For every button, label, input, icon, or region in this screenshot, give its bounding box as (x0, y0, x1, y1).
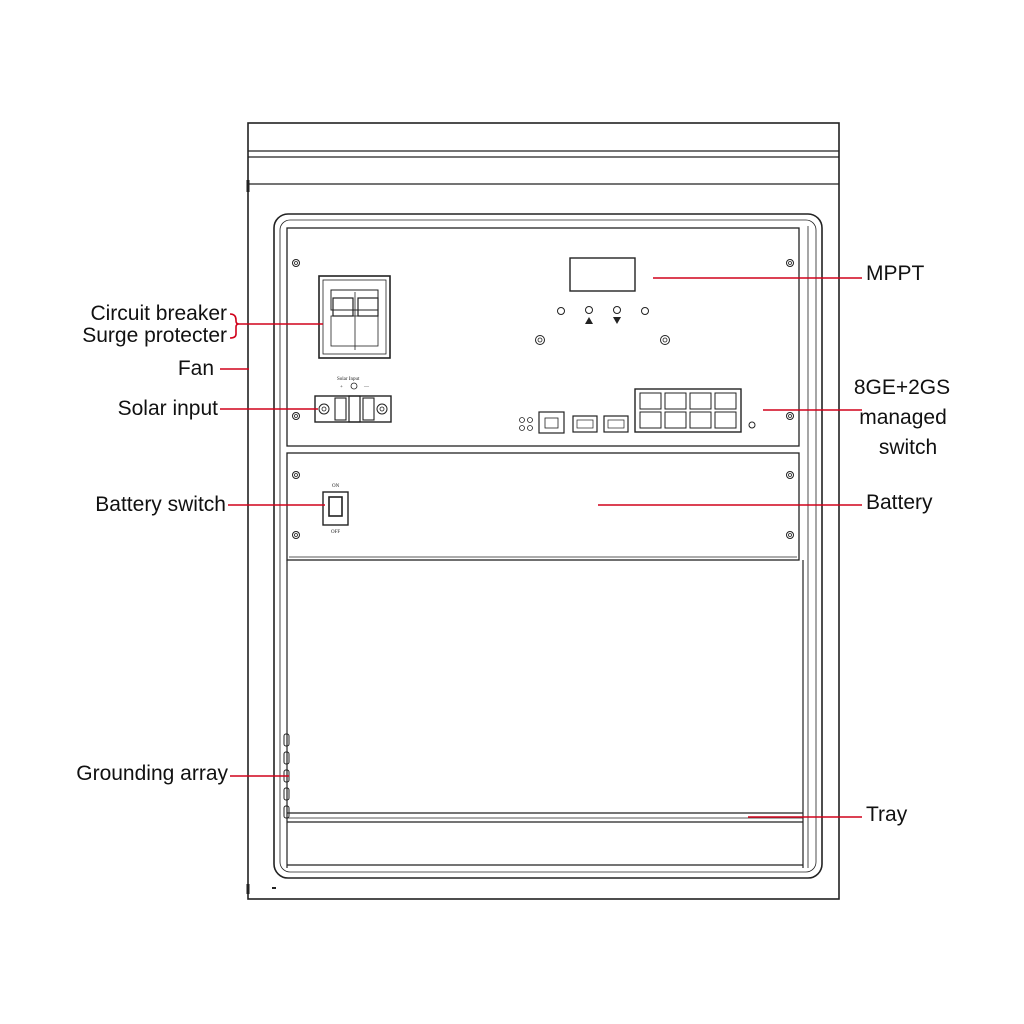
battery-panel: ON OFF (286, 452, 800, 561)
callout-bracket (229, 313, 240, 339)
circuit-breaker[interactable] (318, 275, 391, 359)
label-switch-line1: 8GE+2GS (854, 376, 950, 399)
label-surge-protecter: Surge protecter (82, 324, 227, 347)
switch-status-leds (519, 417, 533, 431)
arrow-down-icon (613, 317, 621, 324)
mppt-controller (535, 257, 670, 345)
cabinet-outline (247, 122, 840, 900)
label-mppt: MPPT (866, 262, 925, 285)
tray (287, 812, 803, 823)
label-solar-input: Solar input (118, 397, 219, 420)
ground-screw-icon (350, 382, 358, 390)
sfp-port-1[interactable] (572, 415, 598, 433)
label-circuit-breaker: Circuit breaker (90, 302, 227, 325)
switch-off-mark: OFF (331, 530, 340, 535)
mppt-led-right (641, 307, 649, 315)
solar-input-terminal: Solar Input + — (314, 377, 392, 423)
lower-bay (283, 560, 804, 868)
sfp-port-2[interactable] (603, 415, 629, 433)
label-battery: Battery (866, 491, 933, 514)
cabinet-shell (246, 122, 840, 900)
top-panel: Solar Input + — (286, 227, 800, 447)
leader-lines (220, 277, 862, 818)
arrow-up-icon (585, 317, 593, 324)
console-port[interactable] (538, 411, 565, 434)
solar-plus-mark: + (340, 385, 343, 390)
sfp-ports (572, 415, 629, 433)
mppt-up-button[interactable] (585, 306, 593, 314)
mppt-down-button[interactable] (613, 306, 621, 314)
top-panel-outline (286, 227, 800, 447)
label-fan: Fan (178, 357, 214, 380)
solar-minus-mark: — (363, 385, 370, 390)
label-switch-line3: switch (879, 436, 937, 459)
battery-rocker-switch[interactable] (322, 491, 349, 526)
door-opening-inner (279, 219, 817, 873)
solar-input-panel-label: Solar Input (337, 377, 360, 382)
callout-labels: Circuit breaker Surge protecter Fan Sola… (76, 262, 950, 826)
panel-screws-top (292, 259, 794, 420)
label-grounding-array: Grounding array (76, 762, 228, 785)
label-tray: Tray (866, 803, 908, 826)
door-opening (273, 213, 823, 879)
mppt-display (569, 257, 636, 292)
battery-panel-outline (286, 452, 800, 561)
rj45-ports (639, 392, 737, 429)
mppt-led-left (557, 307, 565, 315)
switch-on-mark: ON (332, 484, 340, 489)
label-switch-line2: managed (859, 406, 947, 429)
managed-switch (519, 388, 756, 434)
reset-button[interactable] (748, 421, 756, 429)
rj45-port-block (634, 388, 742, 433)
label-battery-switch: Battery switch (95, 493, 226, 516)
